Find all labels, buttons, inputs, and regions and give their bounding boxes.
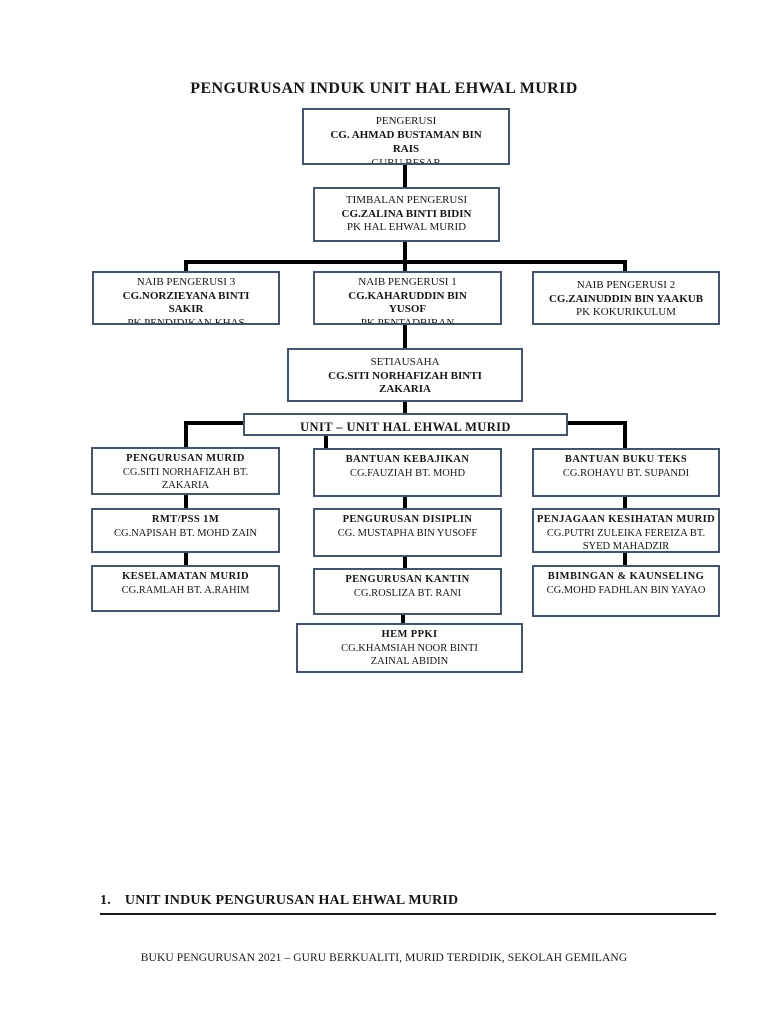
org-box-pengurusan-kantin: PENGURUSAN KANTIN CG.ROSLIZA BT. RANI	[313, 568, 502, 615]
org-box-naib-pengerusi-2: NAIB PENGERUSI 2 CG.ZAINUDDIN BIN YAAKUB…	[532, 271, 720, 325]
role-label: NAIB PENGERUSI 3	[136, 276, 236, 288]
position-label: PK HAL EHWAL MURID	[346, 221, 467, 233]
connector	[324, 436, 328, 448]
person-name: CG. MUSTAPHA BIN YUSOFF	[337, 527, 478, 539]
org-box-naib-pengerusi-1: NAIB PENGERUSI 1 CG.KAHARUDDIN BIN YUSOF…	[313, 271, 502, 325]
person-name: CG.ZAINUDDIN BIN YAAKUB	[548, 292, 704, 305]
role-label: PENGERUSI	[375, 115, 437, 127]
connector	[184, 421, 245, 425]
person-name: CG.SITI NORHAFIZAH BINTI ZAKARIA	[328, 369, 482, 396]
role-label: NAIB PENGERUSI 2	[576, 279, 676, 291]
connector	[403, 557, 407, 568]
connector	[566, 421, 627, 425]
section-heading: 1. UNIT INDUK PENGURUSAN HAL EHWAL MURID	[100, 893, 716, 909]
org-banner-unit-unit-hal-ehwal-murid: UNIT – UNIT HAL EHWAL MURID	[243, 413, 568, 436]
connector	[184, 495, 188, 508]
org-box-pengurusan-disiplin: PENGURUSAN DISIPLIN CG. MUSTAPHA BIN YUS…	[313, 508, 502, 557]
person-name: CG.RAMLAH BT. A.RAHIM	[121, 584, 250, 596]
position-label: PK PENTADBIRAN	[360, 316, 455, 325]
org-box-pengurusan-murid: PENGURUSAN MURID CG.SITI NORHAFIZAH BT. …	[91, 447, 280, 495]
connector	[403, 497, 407, 508]
org-box-bimbingan-kaunseling: BIMBINGAN & KAUNSELING CG.MOHD FADHLAN B…	[532, 565, 720, 617]
person-name: CG.SITI NORHAFIZAH BT. ZAKARIA	[122, 466, 249, 492]
person-name: CG.KHAMSIAH NOOR BINTI ZAINAL ABIDIN	[341, 642, 478, 668]
person-name: CG.NAPISAH BT. MOHD ZAIN	[113, 527, 258, 539]
person-name: CG.ROHAYU BT. SUPANDI	[562, 467, 690, 479]
unit-label: PENJAGAAN KESIHATAN MURID	[536, 514, 716, 525]
connector	[184, 260, 188, 271]
org-box-pengerusi: PENGERUSI CG. AHMAD BUSTAMAN BIN RAIS GU…	[302, 108, 510, 165]
person-name: CG.NORZIEYANA BINTI SAKIR	[122, 289, 250, 316]
person-name: CG.FAUZIAH BT. MOHD	[349, 467, 466, 479]
role-label: TIMBALAN PENGERUSI	[345, 194, 468, 206]
org-box-bantuan-kebajikan: BANTUAN KEBAJIKAN CG.FAUZIAH BT. MOHD	[313, 448, 502, 497]
person-name: CG.ZALINA BINTI BIDIN	[341, 207, 472, 220]
unit-label: HEM PPKI	[381, 629, 438, 640]
section-number: 1.	[100, 893, 111, 908]
connector	[623, 421, 627, 448]
connector	[623, 260, 627, 271]
connector	[623, 497, 627, 508]
person-name: CG.PUTRI ZULEIKA FEREIZA BT. SYED MAHADZ…	[546, 527, 706, 552]
unit-label: BIMBINGAN & KAUNSELING	[547, 571, 705, 582]
role-label: NAIB PENGERUSI 1	[358, 276, 457, 288]
page-footer: BUKU PENGURUSAN 2021 – GURU BERKUALITI, …	[140, 952, 628, 964]
heading-underline	[100, 913, 716, 915]
unit-label: PENGURUSAN KANTIN	[345, 574, 470, 585]
position-label: PK KOKURIKULUM	[576, 306, 676, 318]
unit-label: PENGURUSAN MURID	[126, 453, 245, 464]
connector	[403, 165, 407, 187]
person-name: CG. AHMAD BUSTAMAN BIN RAIS	[330, 129, 482, 155]
connector	[403, 260, 407, 271]
unit-label: BANTUAN BUKU TEKS	[564, 454, 688, 465]
position-label: PK PENDIDIKAN KHAS	[127, 316, 245, 325]
section-title: UNIT INDUK PENGURUSAN HAL EHWAL MURID	[124, 893, 459, 908]
person-name: CG.KAHARUDDIN BIN YUSOF	[348, 289, 467, 316]
page-title: PENGURUSAN INDUK UNIT HAL EHWAL MURID	[190, 80, 578, 97]
connector	[403, 242, 407, 264]
connector	[184, 421, 188, 447]
connector	[623, 553, 627, 565]
org-box-bantuan-buku-teks: BANTUAN BUKU TEKS CG.ROHAYU BT. SUPANDI	[532, 448, 720, 497]
unit-label: RMT/PSS 1M	[151, 514, 220, 525]
person-name: CG.ROSLIZA BT. RANI	[353, 587, 462, 599]
connector	[403, 325, 407, 348]
org-box-naib-pengerusi-3: NAIB PENGERUSI 3 CG.NORZIEYANA BINTI SAK…	[92, 271, 280, 325]
org-box-setiausaha: SETIAUSAHA CG.SITI NORHAFIZAH BINTI ZAKA…	[287, 348, 523, 402]
person-name: CG.MOHD FADHLAN BIN YAYAO	[546, 584, 706, 596]
org-box-hem-ppki: HEM PPKI CG.KHAMSIAH NOOR BINTI ZAINAL A…	[296, 623, 523, 673]
org-box-penjagaan-kesihatan-murid: PENJAGAAN KESIHATAN MURID CG.PUTRI ZULEI…	[532, 508, 720, 553]
unit-label: BANTUAN KEBAJIKAN	[345, 454, 470, 465]
org-box-keselamatan-murid: KESELAMATAN MURID CG.RAMLAH BT. A.RAHIM	[91, 565, 280, 612]
unit-label: KESELAMATAN MURID	[122, 571, 249, 582]
org-box-timbalan-pengerusi: TIMBALAN PENGERUSI CG.ZALINA BINTI BIDIN…	[313, 187, 500, 242]
connector	[403, 402, 407, 413]
connector	[184, 553, 188, 565]
unit-label: PENGURUSAN DISIPLIN	[342, 514, 473, 525]
connector	[401, 615, 405, 623]
role-label: SETIAUSAHA	[370, 356, 440, 368]
org-box-rmt-pss-1m: RMT/PSS 1M CG.NAPISAH BT. MOHD ZAIN	[91, 508, 280, 553]
position-label: GURU BESAR	[371, 157, 441, 165]
